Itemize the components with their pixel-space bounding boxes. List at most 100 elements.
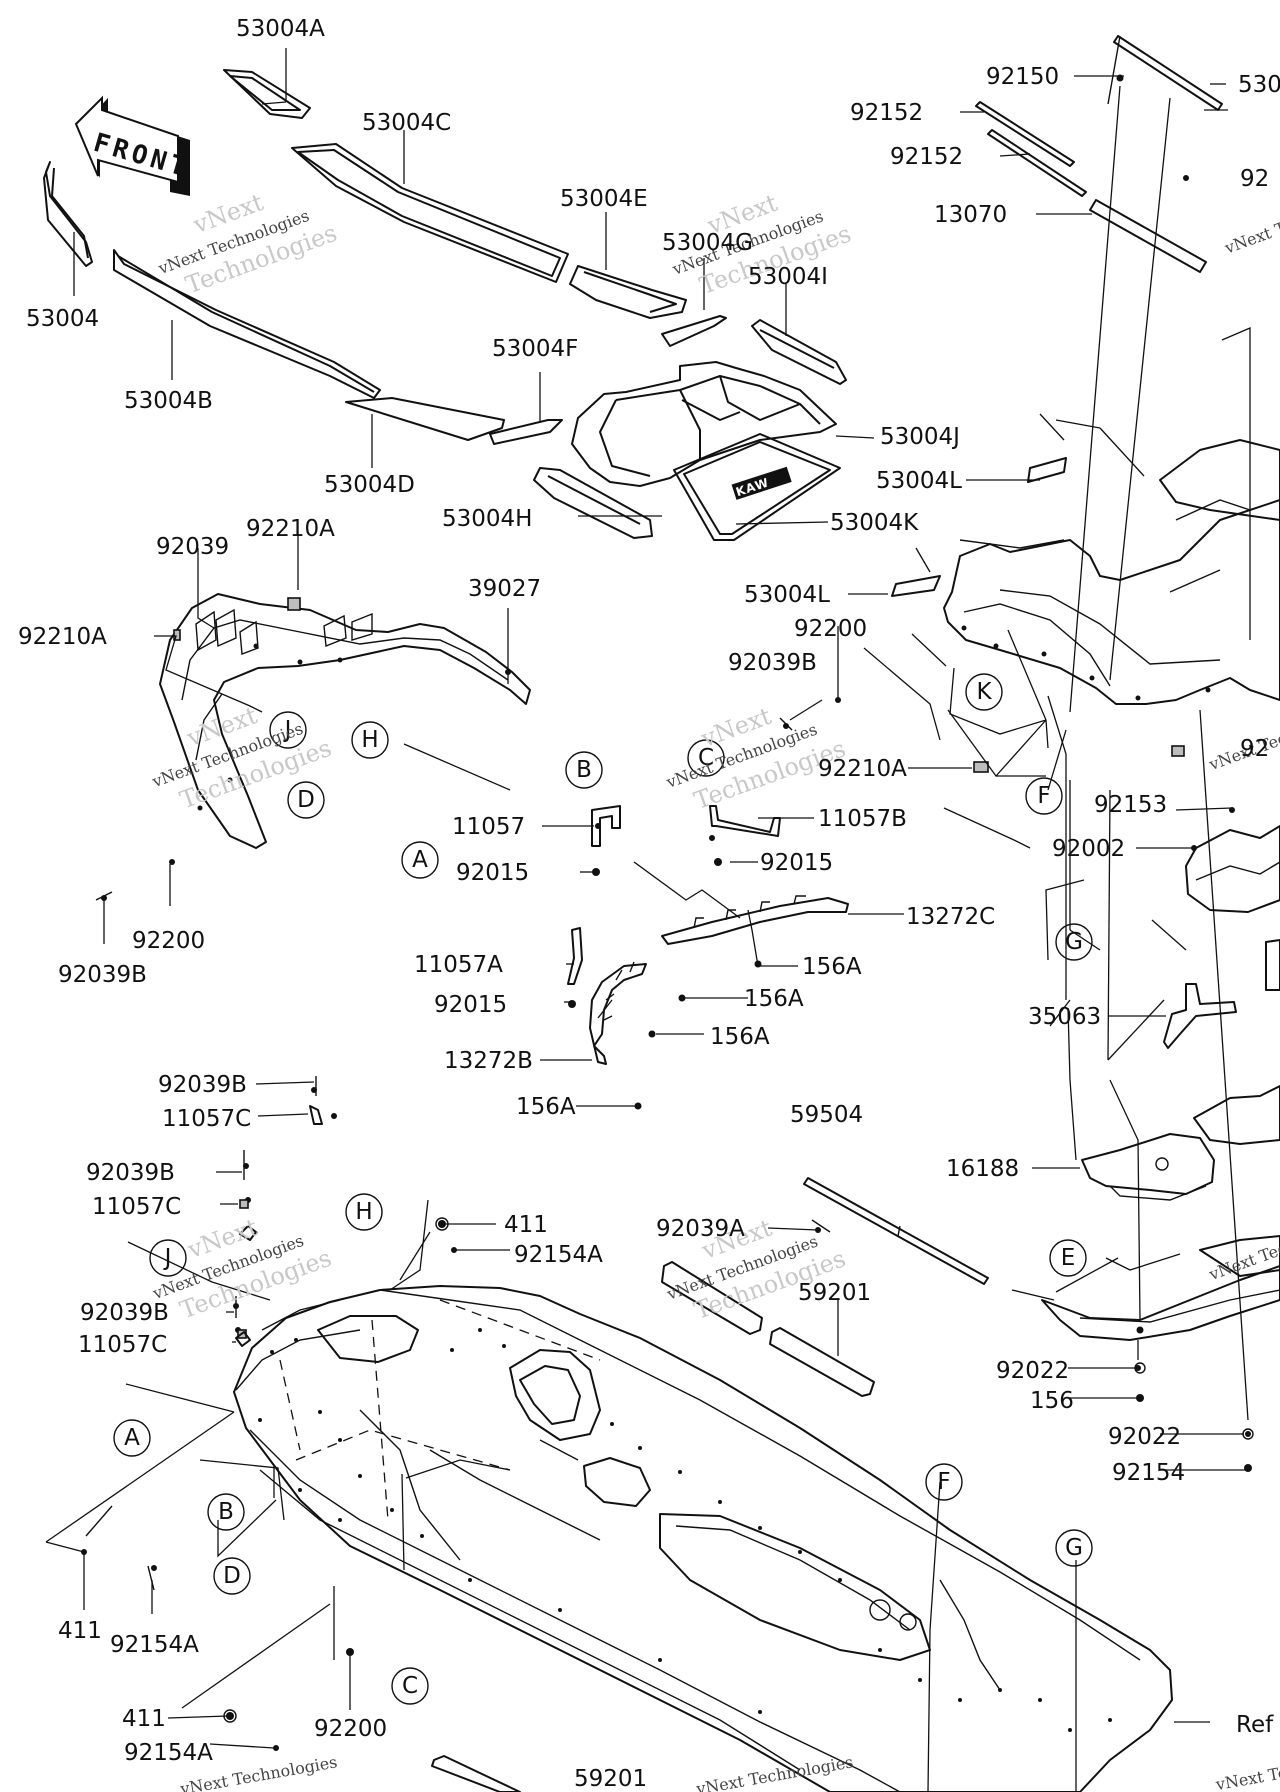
decal-set: FRONT KAW — [43, 69, 1067, 597]
label-53004d: 53004D — [324, 472, 415, 498]
callout-g-low: G — [1055, 1529, 1093, 1567]
callout-c-low: C — [391, 1667, 429, 1705]
svg-text:D: D — [297, 787, 315, 813]
label-13070: 13070 — [934, 202, 1007, 228]
bracket-11057 — [591, 805, 621, 847]
label-11057b: 11057B — [818, 806, 907, 832]
watermark-11b: vNext Technologies — [694, 1752, 855, 1792]
callout-j-top: J — [269, 711, 307, 749]
label-92039b-left: 92039B — [58, 962, 147, 988]
label-92002: 92002 — [1052, 836, 1125, 862]
label-53004g: 53004G — [662, 230, 753, 256]
label-92210a-left: 92210A — [18, 624, 107, 650]
watermark-7b: vNext Technologies — [1221, 185, 1280, 258]
label-53004a: 53004A — [236, 16, 325, 42]
decal-53004j — [571, 361, 837, 487]
label-53004j: 53004J — [880, 424, 960, 450]
clip-92210a-top — [287, 597, 301, 611]
callout-b-mid: B — [565, 751, 603, 789]
callout-k: K — [965, 673, 1003, 711]
label-13272c: 13272C — [906, 904, 995, 930]
decal-53004g — [661, 315, 727, 347]
label-53004b: 53004B — [124, 388, 213, 414]
label-59201-a: 59201 — [798, 1280, 871, 1306]
label-92152-b: 92152 — [890, 144, 963, 170]
callout-j-low: J — [149, 1239, 187, 1277]
callout-a-low: A — [113, 1419, 151, 1457]
svg-text:F: F — [1037, 783, 1050, 809]
label-11057: 11057 — [452, 814, 525, 840]
label-530-cut: 530 — [1238, 72, 1280, 98]
rubber-59201-a — [661, 1261, 763, 1335]
label-92154: 92154 — [1112, 1460, 1185, 1486]
svg-text:J: J — [163, 1245, 172, 1271]
label-156a-3: 156A — [710, 1024, 770, 1050]
callout-h-top: H — [351, 721, 389, 759]
svg-text:B: B — [576, 757, 592, 783]
decal-53004e — [569, 265, 687, 319]
label-411-c: 411 — [122, 1706, 166, 1732]
decal-53004f — [489, 419, 563, 445]
label-53004: 53004 — [26, 306, 99, 332]
rubber-59201-b — [431, 1755, 521, 1792]
front-fender-assembly — [159, 593, 531, 849]
callout-f-low: F — [925, 1463, 963, 1501]
bracket-11057b — [709, 805, 781, 837]
label-92015-b: 92015 — [760, 850, 833, 876]
label-92039b-s1: 92039B — [158, 1072, 247, 1098]
label-92039a: 92039A — [656, 1216, 745, 1242]
decal-53004a — [223, 69, 311, 119]
mid-brackets — [567, 805, 849, 1110]
svg-text:KAW: KAW — [734, 475, 771, 499]
decal-53004d — [345, 397, 505, 441]
strip-13272b — [589, 963, 647, 1065]
label-53004f: 53004F — [492, 336, 578, 362]
label-11057a: 11057A — [414, 952, 503, 978]
svg-text:E: E — [1061, 1245, 1076, 1271]
label-53004k: 53004K — [830, 510, 919, 536]
label-11057c-2: 11057C — [92, 1194, 181, 1220]
label-92200-right: 92200 — [794, 616, 867, 642]
watermark-12b: vNext Technologies — [1213, 1748, 1280, 1792]
label-92015-c: 92015 — [434, 992, 507, 1018]
label-92039b-right: 92039B — [728, 650, 817, 676]
label-92150: 92150 — [986, 64, 1059, 90]
label-92200-bottom: 92200 — [314, 1716, 387, 1742]
label-156a-4: 156A — [516, 1094, 576, 1120]
label-92039b-s3: 92039B — [80, 1300, 169, 1326]
label-53004e: 53004E — [560, 186, 648, 212]
block-16188 — [1081, 1133, 1215, 1195]
label-156a-2: 156A — [744, 986, 804, 1012]
label-53004h: 53004H — [442, 506, 532, 532]
step-13070 — [1089, 199, 1207, 273]
decal-53004i — [751, 319, 847, 385]
svg-text:G: G — [1065, 929, 1083, 955]
svg-text:H: H — [361, 727, 378, 753]
svg-text:A: A — [412, 847, 428, 873]
label-92-cut: 92 — [1240, 166, 1269, 192]
part-labels: 53004A 53004C 53004E 53004G 53004I 53004… — [18, 16, 1280, 1792]
svg-text:A: A — [124, 1425, 140, 1451]
label-92022-a: 92022 — [996, 1358, 1069, 1384]
label-92153: 92153 — [1094, 792, 1167, 818]
watermark-9b: vNext Technologies — [1206, 1212, 1280, 1285]
callout-d-top: D — [287, 781, 325, 819]
bracket-11057a — [567, 927, 583, 985]
label-92039b-s2: 92039B — [86, 1160, 175, 1186]
decal-53004k — [673, 433, 841, 541]
label-411-b: 411 — [58, 1618, 102, 1644]
callout-h-low: H — [345, 1193, 383, 1231]
label-92015-a: 92015 — [456, 860, 529, 886]
label-92022-b: 92022 — [1108, 1424, 1181, 1450]
label-92154a-a: 92154A — [514, 1242, 603, 1268]
label-92154a-c: 92154A — [124, 1740, 213, 1766]
label-ref-cut: Ref — [1236, 1712, 1274, 1738]
decal-53004l-top — [1027, 457, 1067, 483]
callout-f-top: F — [1025, 777, 1063, 815]
svg-text:K: K — [976, 679, 992, 705]
lower-hull-assembly — [81, 697, 1173, 1792]
svg-text:B: B — [218, 1499, 234, 1525]
label-59504: 59504 — [790, 1102, 863, 1128]
label-35063: 35063 — [1028, 1004, 1101, 1030]
